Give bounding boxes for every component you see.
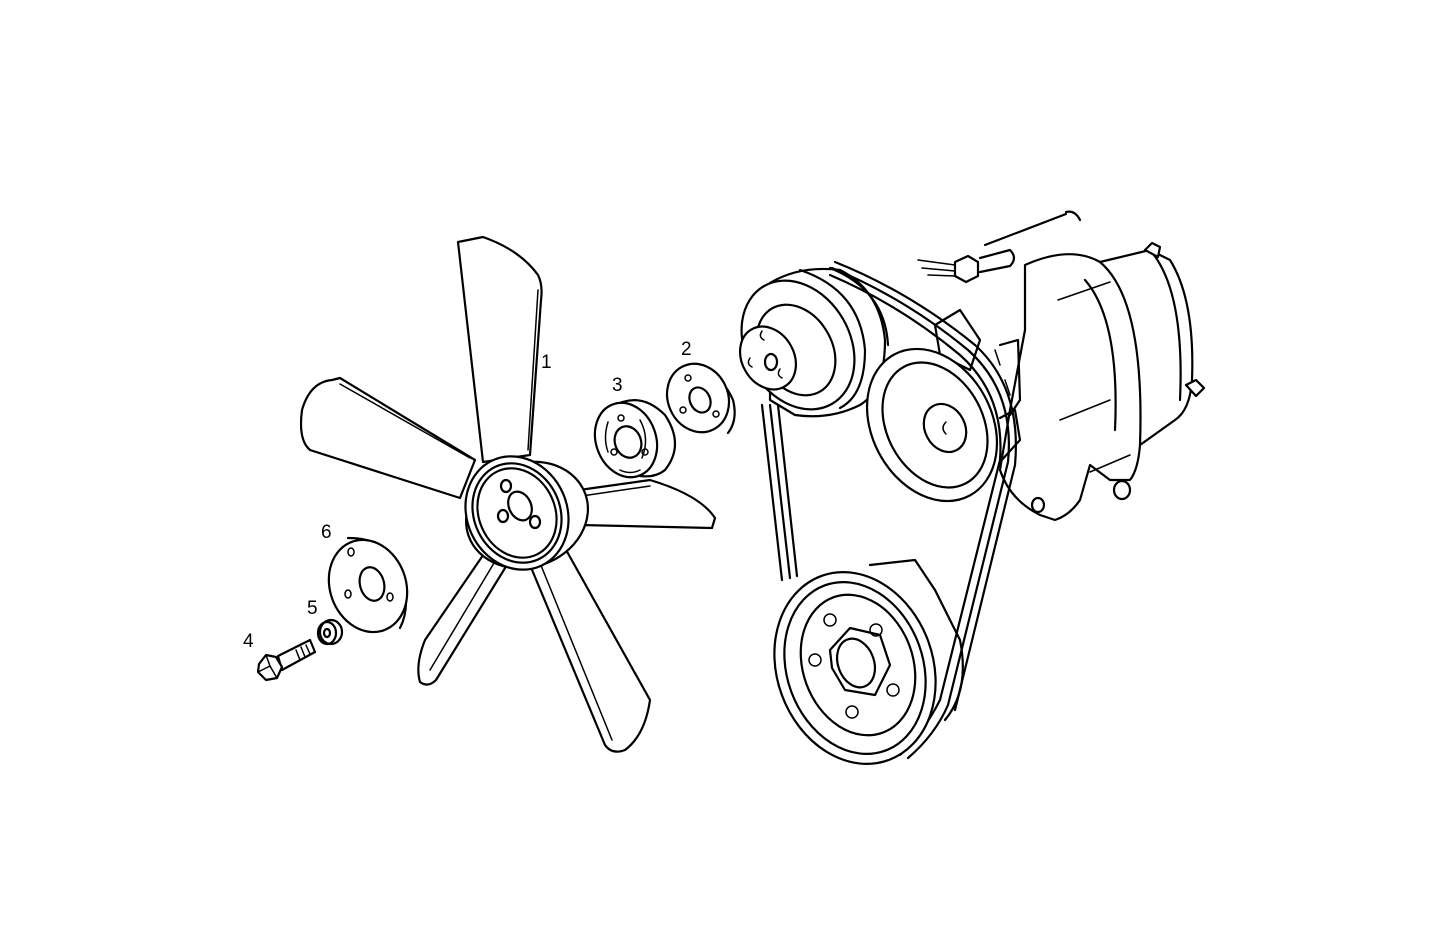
v-belt[interactable] xyxy=(760,260,1017,760)
spacer-disc-part-2[interactable] xyxy=(656,354,740,443)
hub-spacer-part-3[interactable] xyxy=(585,394,677,486)
callout-4: 4 xyxy=(243,631,254,652)
callout-5: 5 xyxy=(307,598,318,619)
fan-part-1[interactable] xyxy=(299,235,717,753)
crankshaft-pulley[interactable] xyxy=(748,549,964,787)
callout-2: 2 xyxy=(681,339,692,360)
bolt-part-4[interactable] xyxy=(256,638,317,682)
callout-3: 3 xyxy=(612,375,623,396)
idler-pulley[interactable] xyxy=(841,326,1022,524)
washer-part-5[interactable] xyxy=(316,618,344,646)
callout-6: 6 xyxy=(321,522,332,543)
water-pump-pulley[interactable] xyxy=(719,260,890,430)
callout-1: 1 xyxy=(541,352,552,373)
alternator[interactable] xyxy=(917,210,1206,522)
flange-plate-part-6[interactable] xyxy=(316,529,420,643)
belt-drive-assembly xyxy=(719,210,1206,787)
